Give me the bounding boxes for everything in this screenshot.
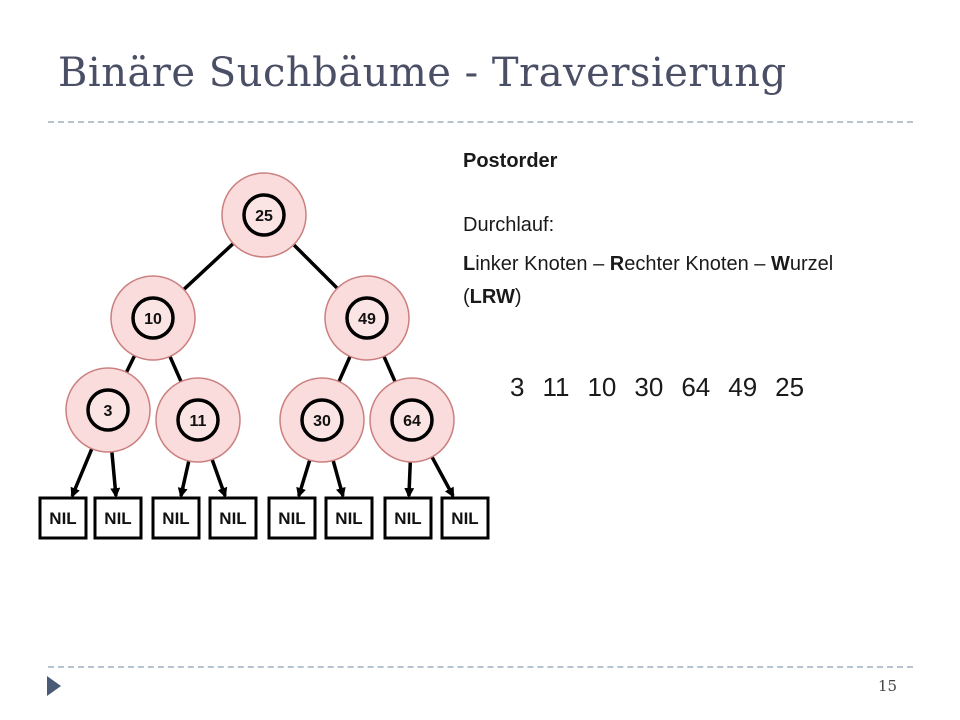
nil-label: NIL <box>394 509 421 528</box>
nil-label: NIL <box>219 509 246 528</box>
nil-label: NIL <box>335 509 362 528</box>
slide-title: Binäre Suchbäume - Traversierung <box>58 50 787 96</box>
order-description-run: echter Knoten – <box>624 253 771 275</box>
nil-box <box>93 496 143 540</box>
nil-label: NIL <box>278 509 305 528</box>
nil-label: NIL <box>162 509 189 528</box>
order-description-run: L <box>463 253 476 275</box>
tree-node-label: 25 <box>255 208 273 225</box>
tree-node-label: 3 <box>104 403 113 420</box>
tree-node-30 <box>300 398 344 442</box>
tree-node-label: 11 <box>190 413 207 430</box>
durchlauf-label: Durchlauf: <box>463 214 555 236</box>
nil-label: NIL <box>49 509 76 528</box>
page-number: 15 <box>878 677 898 695</box>
tree-node-11 <box>176 398 220 442</box>
tree-node-64 <box>390 398 434 442</box>
order-description-run: urzel <box>789 253 834 275</box>
order-abbreviation-run: ) <box>514 286 522 308</box>
slide-marker-icon <box>47 676 61 696</box>
nil-box <box>324 496 374 540</box>
nil-label: NIL <box>104 509 131 528</box>
tree-node-49 <box>345 296 389 340</box>
order-description-run: W <box>770 253 790 275</box>
tree-node-label: 10 <box>144 311 162 328</box>
tree-nodes: 25 10 49 3 11 30 64 <box>65 172 455 463</box>
order-abbreviation: (LRW) <box>463 286 522 309</box>
tree-node-label: 49 <box>358 311 376 328</box>
sequence-item: 49 <box>728 372 758 402</box>
nil-box <box>208 496 258 540</box>
sequence-item: 11 <box>542 372 570 402</box>
sequence-item: 10 <box>587 372 617 402</box>
tree-node-label: 30 <box>313 413 331 430</box>
tree-node-10 <box>131 296 175 340</box>
order-description-run: R <box>609 253 625 275</box>
nil-box <box>440 496 490 540</box>
order-description: Linker Knoten – Rechter Knoten – Wurzel <box>463 253 833 276</box>
sequence-item: 3 <box>510 372 525 402</box>
sequence-item: 64 <box>681 372 711 402</box>
sequence-item: 25 <box>775 372 805 402</box>
footer-divider <box>48 666 913 668</box>
nil-box <box>267 496 317 540</box>
traversal-heading: Postorder <box>463 150 558 172</box>
nil-box <box>38 496 88 540</box>
order-description-run: inker Knoten – <box>475 253 610 275</box>
order-abbreviation-run: LRW <box>469 286 515 308</box>
title-divider <box>48 121 913 123</box>
nil-leaves: NIL NIL NIL NIL NIL NIL NIL NIL <box>38 496 490 540</box>
nil-label: NIL <box>451 509 478 528</box>
traversal-sequence: 3 11 10 30 64 49 25 <box>510 372 822 403</box>
order-abbreviation-run: ( <box>463 286 470 308</box>
tree-node-label: 64 <box>403 413 421 430</box>
tree-node-3 <box>86 388 130 432</box>
tree-node-25 <box>242 193 286 237</box>
nil-box <box>151 496 201 540</box>
sequence-item: 30 <box>634 372 664 402</box>
nil-box <box>383 496 433 540</box>
